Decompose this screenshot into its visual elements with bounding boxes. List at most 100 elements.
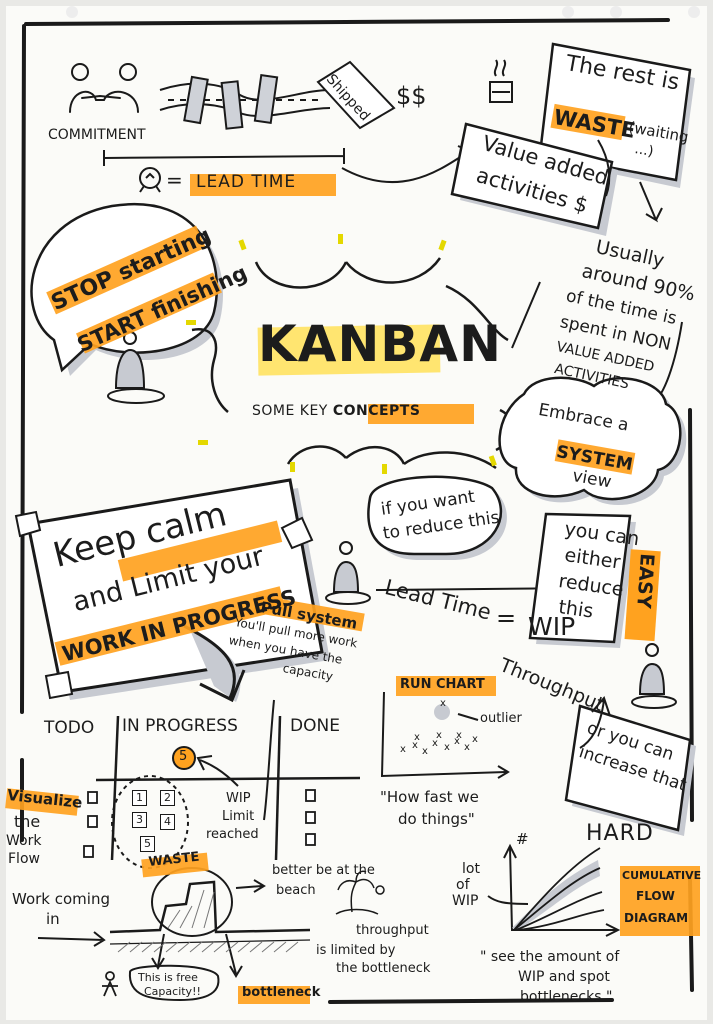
person-figure-right [631, 643, 677, 709]
beach-palm-icon [335, 870, 385, 915]
person-figure-middle [325, 541, 371, 605]
reduce-box [528, 512, 661, 648]
formula-equals: = [496, 604, 517, 632]
reduce-bubble [367, 475, 507, 560]
cfd-caption-line-3: bottlenecks " [520, 989, 613, 1005]
run-chart-title: RUN CHART [400, 677, 485, 692]
run-chart-mark: x [472, 734, 478, 745]
free-capacity-bubble [128, 964, 220, 1002]
visualize-line-2: Work [6, 833, 42, 849]
main-title: KANBAN [258, 315, 502, 373]
visualize-line-1: the [14, 812, 41, 831]
cfd-bands [512, 847, 605, 931]
cfd-title-line-1: CUMULATIVE [622, 869, 702, 882]
cfd-wip-line-2: of [456, 877, 470, 893]
wip-limit-number: 5 [179, 749, 188, 764]
pull-arrow [183, 624, 246, 703]
formula-wip: WIP [528, 612, 576, 641]
run-chart-mark: x [414, 732, 420, 743]
free-capacity-line-1: This is free [138, 971, 198, 984]
run-chart-outlier: outlier [480, 711, 522, 726]
cfd-wip-line-1: lot [462, 861, 480, 877]
beach-line-2: beach [276, 883, 316, 898]
run-chart-mark: x [440, 698, 446, 709]
run-chart-axes [380, 691, 510, 779]
bottleneck-label: bottleneck [242, 985, 321, 1000]
column-todo: TODO [44, 718, 95, 738]
cfd-hash: # [516, 830, 529, 848]
person-figure-left [107, 331, 165, 404]
board-grid [95, 715, 361, 861]
run-chart-mark: x [464, 742, 470, 753]
outlier-highlight [434, 704, 450, 720]
commitment-label: COMMITMENT [48, 127, 146, 143]
run-chart-caption-2: do things" [398, 810, 475, 828]
wip-note-line-1: WIP [226, 791, 251, 806]
concepts-highlight [368, 404, 474, 424]
embrace-cloud [498, 376, 687, 506]
center-cloud [191, 257, 515, 470]
lead-time-highlight [190, 174, 336, 196]
subtitle: SOME KEY CONCEPTS [252, 404, 420, 419]
run-chart-mark: x [456, 730, 462, 741]
throughput-note-line-3: the bottleneck [336, 961, 431, 976]
wip-limit-badge [172, 746, 196, 770]
card-2: 2 [160, 790, 175, 806]
people-icon [69, 63, 139, 113]
run-chart-mark: x [422, 746, 428, 757]
run-chart-mark: x [436, 730, 442, 741]
lead-time-bracket [103, 145, 474, 193]
page-border [20, 18, 694, 1004]
card-5: 5 [140, 836, 155, 852]
beach-line-1: better be at the [272, 863, 375, 878]
cfd-caption-line-1: " see the amount of [480, 949, 620, 965]
lead-time-label: LEAD TIME [196, 172, 297, 192]
value-added-box [450, 122, 618, 236]
throughput-arrow [579, 696, 611, 749]
run-chart-mark: x [400, 744, 406, 755]
wip-note-line-2: Limit [222, 809, 255, 824]
cloud-tick-marks [186, 234, 497, 474]
stream-gates [183, 73, 279, 130]
card-1: 1 [132, 790, 147, 806]
hard-label: HARD [586, 821, 654, 846]
run-chart-caption-1: "How fast we [380, 788, 479, 806]
card-3: 3 [132, 812, 147, 828]
coffee-icon [489, 59, 513, 103]
work-coming-line-2: in [46, 910, 60, 928]
small-person-icon [102, 971, 118, 997]
cfd-title-line-2: FLOW [636, 889, 675, 903]
column-done: DONE [290, 716, 340, 736]
increase-box [564, 704, 696, 836]
run-chart-highlight [396, 676, 496, 696]
hatched-flow [117, 889, 299, 953]
easy-label: EASY [632, 552, 658, 610]
column-in-progress: IN PROGRESS [122, 716, 238, 736]
run-chart-mark: x [412, 740, 418, 751]
throughput-note-line-2: is limited by [316, 943, 396, 958]
throughput-note-line-1: throughput [356, 923, 429, 938]
subtitle-highlight: CONCEPTS [332, 403, 421, 419]
cfd-title-line-3: DIAGRAM [624, 911, 689, 925]
cfd-axes [487, 843, 621, 937]
cfd-caption-line-2: WIP and spot [518, 969, 610, 985]
subtitle-prefix: SOME KEY [252, 403, 333, 419]
run-chart-mark: x [432, 738, 438, 749]
free-capacity-line-2: Capacity!! [144, 985, 201, 998]
money-label: $$ [396, 82, 427, 110]
top-right-arrows [597, 139, 663, 223]
lead-time-equals: = [166, 168, 183, 192]
shipped-box [316, 60, 396, 130]
run-chart-mark: x [444, 742, 450, 753]
waiting-dots: ...) [633, 141, 655, 161]
visualize-line-3: Flow [8, 851, 40, 867]
wip-note-line-3: reached [206, 827, 259, 842]
cfd-highlight [620, 866, 700, 936]
card-4: 4 [160, 814, 175, 830]
work-coming-line-1: Work coming [12, 890, 110, 908]
run-chart-mark: x [454, 736, 460, 747]
todo-cards [83, 789, 316, 858]
